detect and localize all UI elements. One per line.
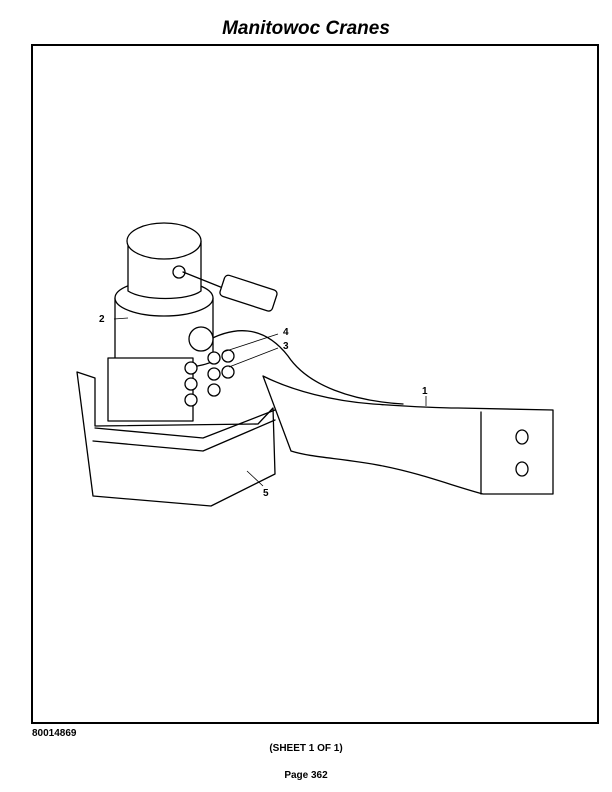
cylinder-cap <box>126 222 202 260</box>
callout-2: 2 <box>99 314 105 325</box>
bracket-arm <box>262 375 554 495</box>
drawing-number: 80014869 <box>32 728 77 739</box>
cable-short <box>182 271 224 289</box>
sheet-label: (SHEET 1 OF 1) <box>269 743 343 754</box>
page-title: Manitowoc Cranes <box>222 18 390 39</box>
mount-hole-bottom <box>515 461 529 477</box>
parts-illustration: 1 2 3 4 5 <box>76 222 554 507</box>
page-number: Page 362 <box>284 770 328 781</box>
callout-5: 5 <box>263 488 269 499</box>
callout-3: 3 <box>283 341 289 352</box>
connector-nut <box>172 265 186 279</box>
connector-plug <box>219 274 278 312</box>
guard-box <box>76 371 276 507</box>
mount-hole-top <box>515 429 529 445</box>
bolt-group <box>184 349 235 407</box>
drawing-frame: 1 2 3 4 5 <box>31 44 599 724</box>
callout-1: 1 <box>422 386 428 397</box>
mount-plate <box>107 357 194 422</box>
callout-4: 4 <box>283 327 289 338</box>
guard-top <box>94 409 276 439</box>
cable-long <box>204 330 404 405</box>
